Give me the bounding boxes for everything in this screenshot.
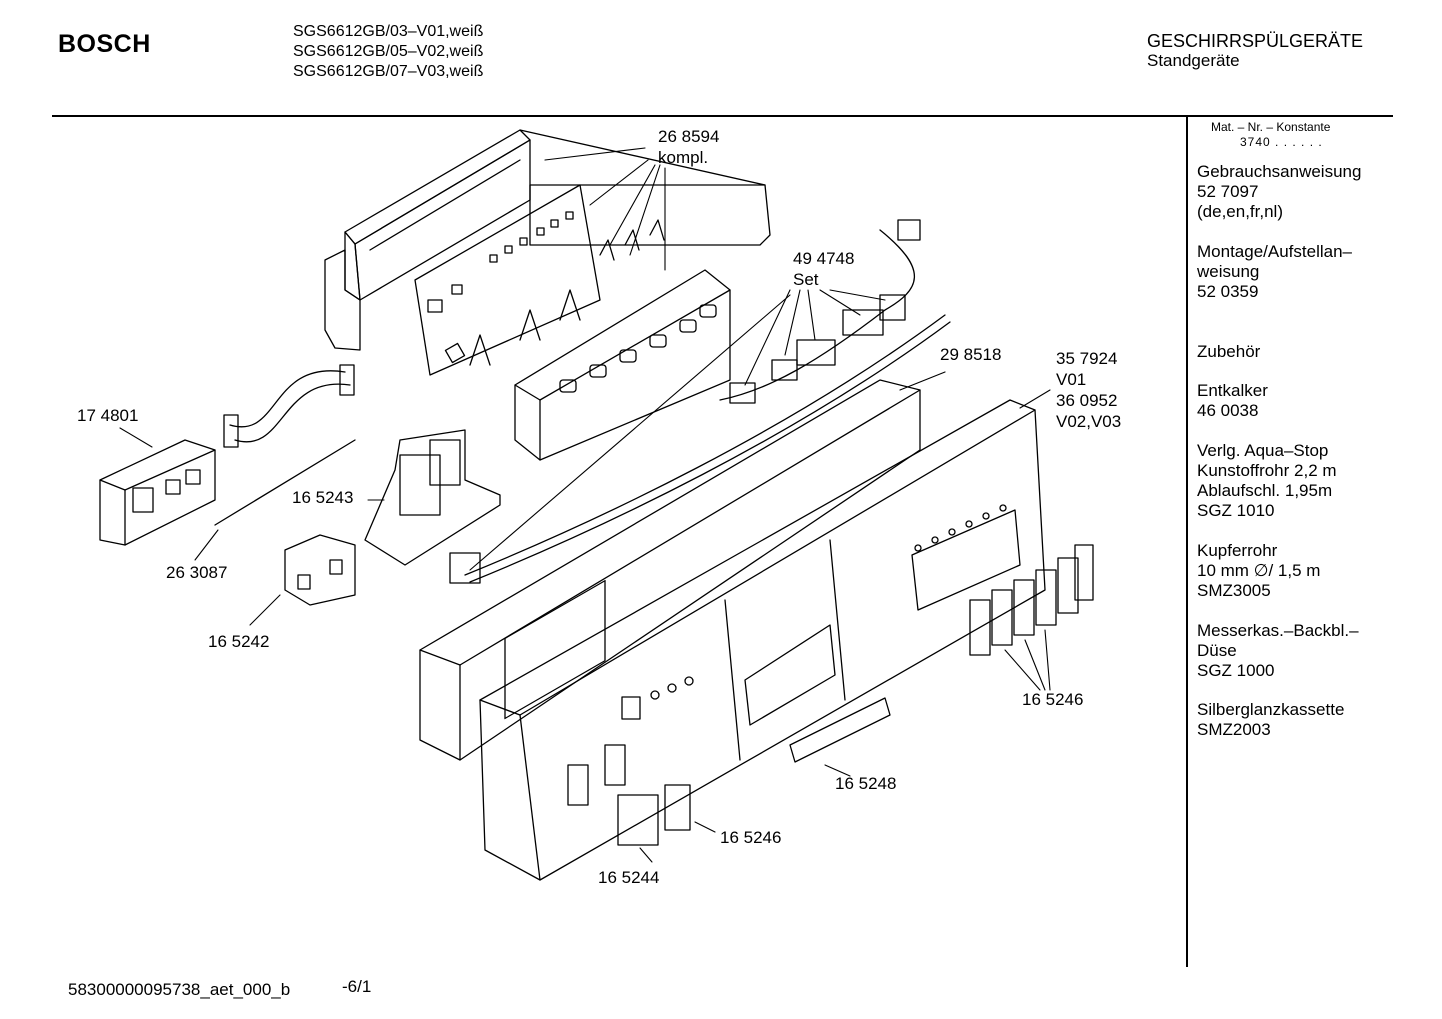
sidebar-line: 10 mm ∅/ 1,5 m [1197, 561, 1321, 580]
label-165243: 16 5243 [292, 488, 353, 507]
sidebar-line: 46 0038 [1197, 401, 1259, 420]
label-174801: 17 4801 [77, 406, 138, 425]
sidebar-group-copper-pipe: Kupferrohr 10 mm ∅/ 1,5 m SMZ3005 [1197, 541, 1320, 601]
sidebar-group-descaler: Entkalker 46 0038 [1197, 381, 1268, 421]
exploded-parts-diagram: 26 8594 kompl. 49 4748 Set 29 8518 35 79… [77, 127, 1121, 887]
sidebar-line: SMZ3005 [1197, 581, 1271, 600]
mat-constant: 3740 . . . . . . [1240, 135, 1323, 149]
front-panel [479, 399, 1046, 881]
sidebar-group-knife-basket: Messerkas.–Backbl.– Düse SGZ 1000 [1197, 621, 1359, 681]
sidebar-line: 52 7097 [1197, 182, 1259, 201]
model-line: SGS6612GB/03–V01,weiß [293, 23, 484, 40]
sidebar-line: Gebrauchsanweisung [1197, 162, 1362, 181]
label-165244: 16 5244 [598, 868, 659, 887]
mat-header: Mat. – Nr. – Konstante [1211, 120, 1331, 134]
sidebar-line: Montage/Aufstellan– [1197, 242, 1352, 261]
label-494748-note: Set [793, 270, 819, 289]
label-298518: 29 8518 [940, 345, 1001, 364]
sidebar-line: Kunstoffrohr 2,2 m [1197, 461, 1337, 480]
model-line: SGS6612GB/05–V02,weiß [293, 43, 484, 60]
sidebar-group-accessories: Zubehör [1197, 342, 1260, 362]
brand-logo: BOSCH [58, 30, 151, 58]
category-title: GESCHIRRSPÜLGERÄTE [1147, 31, 1364, 51]
sidebar-line: Zubehör [1197, 342, 1261, 361]
model-list: SGS6612GB/03–V01,weiß SGS6612GB/05–V02,w… [293, 22, 483, 82]
button-small [664, 784, 691, 831]
trim-strip [789, 697, 891, 763]
display-unit [99, 439, 216, 546]
sidebar-group-installation: Montage/Aufstellan– weisung 52 0359 [1197, 242, 1352, 302]
leader-lines [119, 147, 1051, 863]
connector-holder [364, 429, 501, 566]
sidebar-line: Silberglanzkassette [1197, 700, 1345, 719]
label-165248: 16 5248 [835, 774, 896, 793]
label-165246-button: 16 5246 [720, 828, 781, 847]
sidebar-group-manual: Gebrauchsanweisung 52 7097 (de,en,fr,nl) [1197, 162, 1361, 222]
sidebar-line: (de,en,fr,nl) [1197, 202, 1283, 221]
sidebar-line: weisung [1197, 262, 1260, 281]
sidebar-line: 52 0359 [1197, 282, 1259, 301]
sidebar-line: Verlg. Aqua–Stop [1197, 441, 1329, 460]
sidebar-line: SGZ 1000 [1197, 661, 1275, 680]
label-360952: 36 0952 [1056, 391, 1117, 410]
label-268594: 26 8594 [658, 127, 719, 146]
label-165246-keys: 16 5246 [1022, 690, 1083, 709]
label-357924: 35 7924 [1056, 349, 1117, 368]
key-frame [514, 219, 731, 461]
panel-frame [419, 379, 921, 761]
program-keys [969, 544, 1094, 656]
label-268594-note: kompl. [658, 148, 708, 167]
sidebar-line: Messerkas.–Backbl.– [1197, 621, 1359, 640]
button-main [617, 794, 659, 846]
subcategory-title: Standgeräte [1147, 51, 1240, 70]
label-494748: 49 4748 [793, 249, 854, 268]
wire-263087 [214, 439, 356, 526]
sidebar-line: SGZ 1010 [1197, 501, 1275, 520]
label-165242: 16 5242 [208, 632, 269, 651]
ribbon-cable [223, 364, 355, 448]
sidebar-line: Kupferrohr [1197, 541, 1278, 560]
control-pcb [414, 184, 601, 376]
sidebar-line: Entkalker [1197, 381, 1268, 400]
sidebar-line: Düse [1197, 641, 1237, 660]
label-357924-variant: V01 [1056, 370, 1086, 389]
header-divider [52, 115, 1393, 117]
top-cover-rail [324, 129, 771, 351]
label-360952-variant: V02,V03 [1056, 412, 1121, 431]
sidebar-line: SMZ2003 [1197, 720, 1271, 739]
label-263087: 26 3087 [166, 563, 227, 582]
cable-harness [449, 219, 951, 584]
sidebar-group-silver-cassette: Silberglanzkassette SMZ2003 [1197, 700, 1344, 740]
sidebar-line: Ablaufschl. 1,95m [1197, 481, 1333, 500]
document-id: 58300000095738_aet_000_b [68, 980, 291, 999]
sidebar-group-aquastop: Verlg. Aqua–Stop Kunstoffrohr 2,2 m Abla… [1197, 441, 1337, 521]
switch-holder [284, 534, 356, 606]
sidebar-divider [1186, 117, 1188, 967]
page-number: -6/1 [342, 977, 372, 996]
model-line: SGS6612GB/07–V03,weiß [293, 63, 484, 80]
